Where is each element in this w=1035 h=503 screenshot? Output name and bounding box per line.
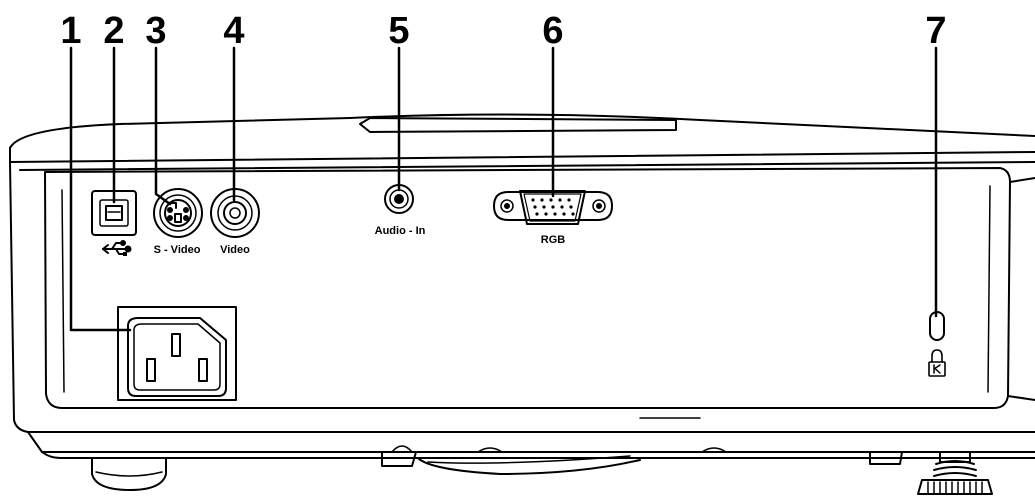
label-video: Video bbox=[220, 244, 250, 256]
callout-6: 6 bbox=[542, 10, 563, 52]
callout-numbers: 1 2 3 4 5 6 7 bbox=[60, 10, 946, 52]
label-audio-in: Audio - In bbox=[375, 225, 426, 237]
callout-1: 1 bbox=[60, 10, 81, 52]
leader-1 bbox=[69, 46, 132, 332]
callout-7: 7 bbox=[925, 10, 946, 52]
usb-icon bbox=[102, 240, 132, 256]
leader-3 bbox=[154, 46, 172, 206]
rgb-port bbox=[493, 190, 613, 225]
projector-feet bbox=[91, 445, 993, 495]
callout-2: 2 bbox=[103, 10, 124, 52]
callout-leaders bbox=[69, 46, 938, 332]
projector-housing bbox=[9, 113, 1035, 459]
kensington-lock-icon bbox=[928, 349, 946, 377]
rear-panel bbox=[44, 167, 1011, 409]
callout-4: 4 bbox=[223, 10, 244, 52]
port-labels: S - Video Video Audio - In RGB bbox=[154, 225, 566, 256]
label-s-video: S - Video bbox=[154, 244, 201, 256]
label-rgb: RGB bbox=[541, 234, 566, 246]
callout-3: 3 bbox=[145, 10, 166, 52]
callout-5: 5 bbox=[388, 10, 409, 52]
s-video-port bbox=[153, 188, 203, 238]
adjustable-foot bbox=[917, 451, 993, 495]
power-socket bbox=[117, 306, 237, 401]
